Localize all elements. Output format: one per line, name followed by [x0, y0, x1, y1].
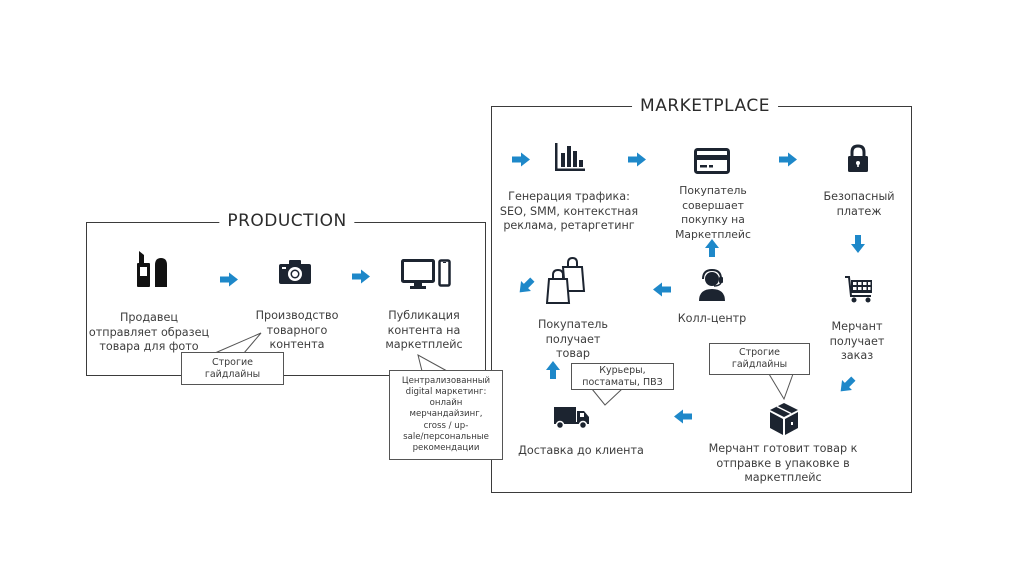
- step-label-merchant-receives-order: Мерчант получает заказ: [829, 320, 885, 362]
- step-label-traffic-generation: Генерация трафика: SEO, SMM, контекстная…: [499, 190, 639, 232]
- credit-card-icon: [694, 148, 730, 178]
- call-center-icon: [697, 268, 727, 305]
- arrow-down-icon: [851, 235, 865, 257]
- step-label-delivery-to-client: Доставка до клиента: [518, 444, 644, 457]
- step-label-content-publication: Публикация контента на маркетплейс: [385, 309, 463, 351]
- package-box-icon: [769, 402, 799, 440]
- arrow-right-icon: [352, 269, 370, 288]
- monitor-phone-icon: [401, 259, 451, 293]
- shopping-cart-icon: [844, 274, 874, 308]
- step-label-call-center: Колл-центр: [677, 312, 747, 325]
- arrow-right-icon: [512, 152, 530, 171]
- marketplace-title: MARKETPLACE: [632, 96, 778, 116]
- arrow-right-icon: [220, 272, 238, 291]
- bar-chart-icon: [555, 143, 585, 175]
- arrow-up-icon: [546, 361, 560, 383]
- callout-couriers-lockers-pickup: Курьеры, постаматы, ПВЗ: [571, 363, 674, 390]
- callout-strict-guidelines-production: Строгие гайдлайны: [181, 352, 284, 385]
- step-label-merchant-prepares-goods: Мерчант готовит товар к отправке в упако…: [708, 442, 858, 484]
- lock-icon: [847, 144, 869, 176]
- arrow-left-icon: [674, 409, 692, 428]
- step-label-customer-purchase: Покупатель совершает покупку на Маркетпл…: [675, 184, 751, 241]
- arrow-up-icon: [705, 239, 719, 261]
- step-label-seller-sends-sample: Продавец отправляет образец товара для ф…: [88, 311, 210, 353]
- shopping-bags-icon: [545, 256, 586, 309]
- callout-strict-guidelines-marketplace: Строгие гайдлайны: [709, 343, 810, 375]
- arrow-right-icon: [628, 152, 646, 171]
- step-label-secure-payment: Безопасный платеж: [823, 190, 895, 218]
- step-label-customer-receives-goods: Покупатель получает товар: [538, 318, 608, 360]
- step-label-content-production: Производство товарного контента: [255, 309, 339, 351]
- arrow-down-left-icon: [517, 277, 535, 299]
- callout-digital-marketing: Централизованный digital маркетинг: онла…: [389, 370, 503, 460]
- arrow-left-icon: [653, 282, 671, 301]
- arrow-down-left-icon: [838, 376, 856, 398]
- arrow-right-icon: [779, 152, 797, 171]
- camera-icon: [279, 260, 311, 288]
- lipstick-icon: [136, 249, 170, 291]
- production-title: PRODUCTION: [219, 211, 355, 231]
- delivery-truck-icon: [554, 407, 590, 433]
